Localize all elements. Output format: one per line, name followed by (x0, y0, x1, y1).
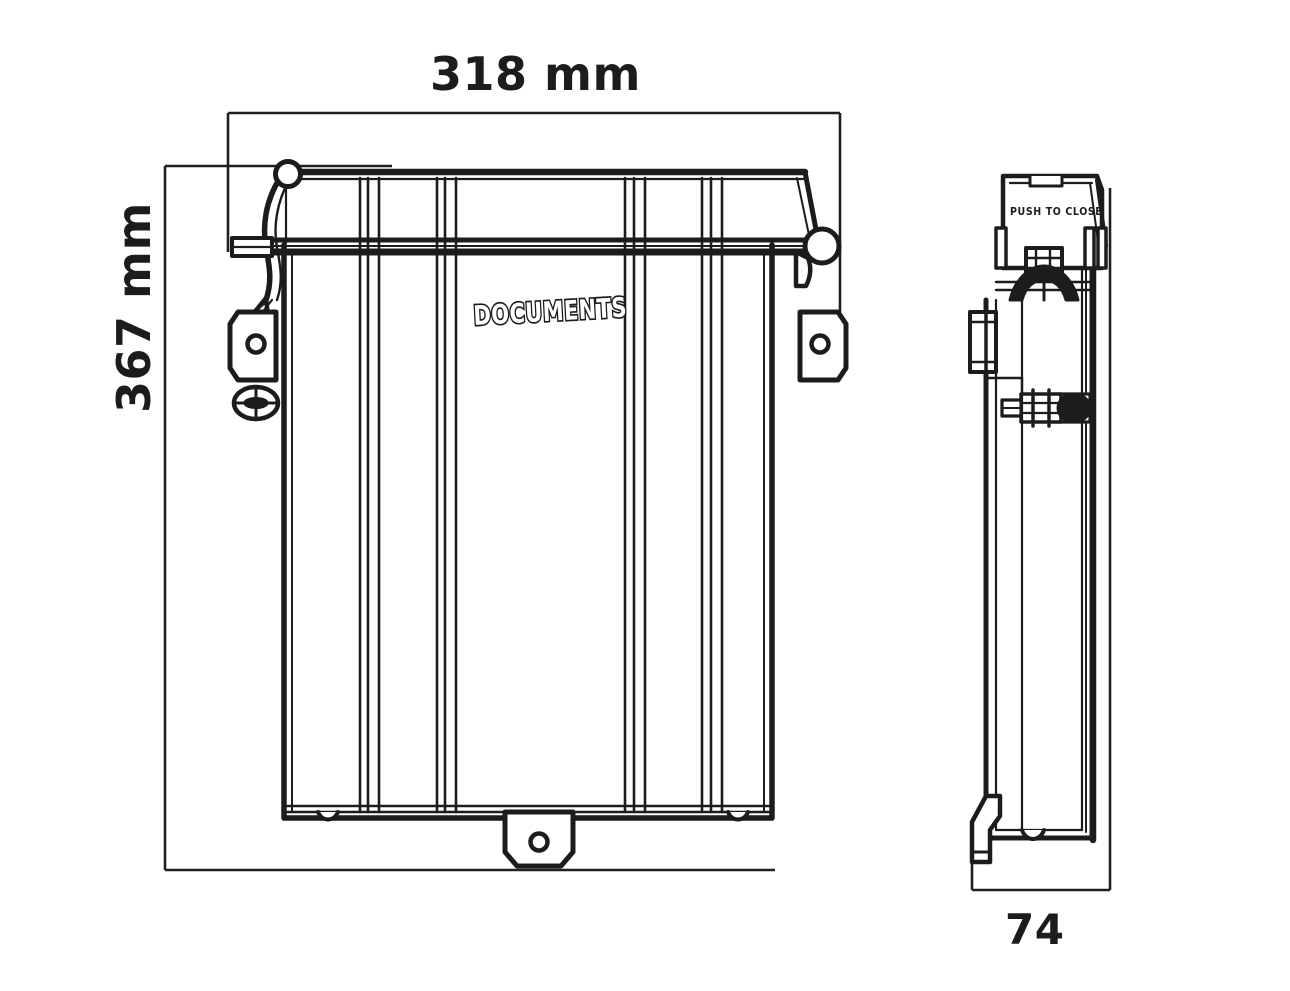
side-upper-bracket (968, 304, 998, 380)
front-rib-group-4 (700, 176, 724, 814)
front-body-outline (281, 242, 775, 821)
front-left-mounting-tab (227, 309, 279, 383)
side-bottom-foot (969, 793, 1003, 865)
push-to-close-label: PUSH TO CLOSE (1010, 206, 1102, 218)
side-lid-clip-right (1083, 226, 1108, 270)
side-foot-bump (1020, 828, 1046, 841)
front-right-hinge-knob (793, 226, 842, 289)
side-lid-clip-left (994, 226, 1008, 270)
front-rib-group-1 (358, 176, 381, 814)
dimension-label-height-wrapper: 367 mm (106, 153, 162, 413)
dimension-bracket-width (226, 111, 842, 312)
front-left-pin (230, 236, 274, 258)
front-foot-left (316, 810, 340, 822)
front-bottom-mounting-tab (502, 809, 576, 869)
front-lid (264, 168, 821, 256)
front-rib-group-2 (435, 176, 458, 814)
dimension-label-height: 367 mm (107, 202, 161, 413)
side-body-outline (983, 245, 1097, 844)
front-view (227, 159, 849, 869)
side-push-to-close-text-group: PUSH TO CLOSE (1010, 206, 1102, 218)
dimension-label-depth: 74 (1005, 905, 1065, 954)
front-cylinder-lock (231, 384, 281, 422)
side-view (968, 173, 1108, 865)
front-right-mounting-tab (797, 309, 849, 383)
side-lock-barrel (1000, 388, 1092, 428)
dimension-label-width: 318 mm (430, 47, 641, 101)
front-rib-group-3 (623, 176, 647, 814)
side-latch-arch (1008, 264, 1080, 302)
front-foot-right (726, 810, 750, 822)
